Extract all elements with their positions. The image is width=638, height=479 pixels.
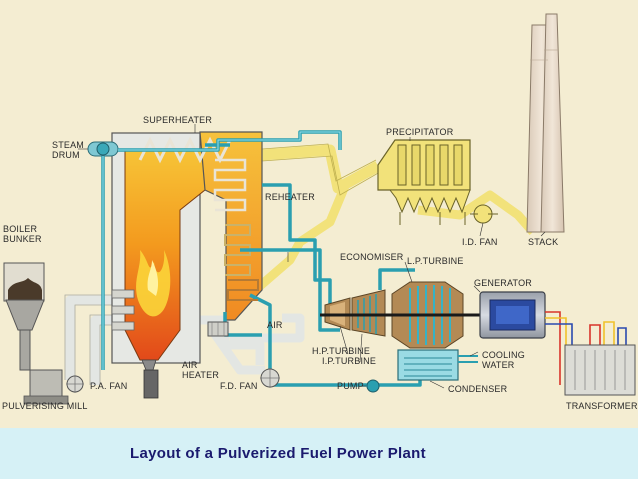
label-pa-fan: P.A. FAN xyxy=(90,381,128,391)
leader-lines xyxy=(78,124,546,389)
label-transformer: TRANSFORMER xyxy=(566,401,638,411)
label-stack: STACK xyxy=(528,237,559,247)
ip-turbine xyxy=(351,289,386,337)
label-id-fan: I.D. FAN xyxy=(462,237,498,247)
label-air: AIR xyxy=(267,320,283,330)
label-ip-turbine: I.P.TURBINE xyxy=(322,356,377,366)
precipitator xyxy=(377,139,471,225)
label-air-heater: AIR HEATER xyxy=(182,360,220,380)
transformer xyxy=(564,344,636,396)
label-cooling-water: COOLING WATER xyxy=(482,350,525,370)
label-fd-fan: F.D. FAN xyxy=(220,381,258,391)
burners xyxy=(111,289,135,331)
generator xyxy=(479,291,546,339)
condenser xyxy=(397,349,478,381)
power-lines xyxy=(545,311,627,385)
label-reheater: REHEATER xyxy=(265,192,315,202)
flue-gas-duct-outline xyxy=(261,143,381,196)
caption-bar: Layout of a Pulverized Fuel Power Plant xyxy=(0,428,638,479)
air-heater xyxy=(207,321,229,337)
fd-fan xyxy=(260,368,280,388)
label-boiler-bunker: BOILER BUNKER xyxy=(3,224,42,244)
id-fan xyxy=(470,204,498,224)
economiser xyxy=(227,279,259,301)
boiler-bunker xyxy=(3,262,45,371)
label-superheater: SUPERHEATER xyxy=(143,115,213,125)
figure-caption: Layout of a Pulverized Fuel Power Plant xyxy=(130,445,426,462)
label-pulverising-mill: PULVERISING MILL xyxy=(2,401,88,411)
boiler-furnace xyxy=(111,132,206,399)
label-precipitator: PRECIPITATOR xyxy=(386,127,454,137)
label-lp-turbine: L.P.TURBINE xyxy=(407,256,464,266)
label-economiser: ECONOMISER xyxy=(340,252,404,262)
steam-drum xyxy=(87,141,119,157)
stack xyxy=(526,13,565,233)
diagram-drawing xyxy=(3,13,636,405)
feed-pump xyxy=(366,379,380,393)
air-duct xyxy=(65,295,305,385)
label-generator: GENERATOR xyxy=(474,278,532,288)
label-hp-turbine: H.P.TURBINE xyxy=(312,346,371,356)
pa-fan xyxy=(66,375,84,393)
label-steam-drum: STEAM DRUM xyxy=(52,140,85,160)
flue-gas-duct xyxy=(235,144,537,309)
label-condenser: CONDENSER xyxy=(448,384,508,394)
steam-pipes-highlight xyxy=(102,131,341,370)
label-pump: PUMP xyxy=(337,381,364,391)
pulverising-mill xyxy=(23,369,69,405)
power-plant-diagram: SUPERHEATER STEAM DRUM BOILER BUNKER REH… xyxy=(0,0,638,428)
